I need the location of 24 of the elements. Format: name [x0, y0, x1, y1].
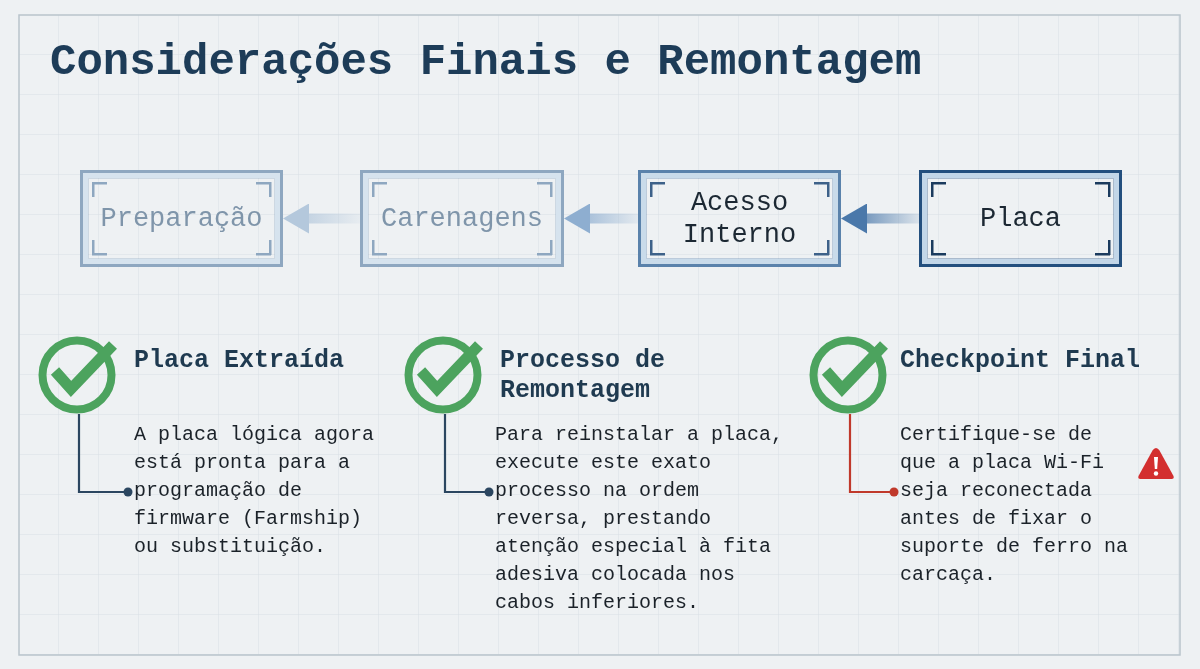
process-box [360, 170, 564, 267]
process-box [80, 170, 283, 267]
description-text: Para reinstalar a placa, execute este exato processo na ordem reversa, prestando atenção especial à fita adesiva colocada nos cabos inferiores. [489, 421, 789, 617]
title: Considerações Finais e Remontagem [50, 36, 922, 88]
arrow [841, 203, 919, 234]
leader-line [443, 414, 494, 497]
process-box [638, 170, 841, 267]
leader-line [848, 414, 899, 497]
step-label: Acesso Interno [681, 186, 798, 251]
step-label: Carenagens [381, 202, 543, 235]
step-label: Placa [980, 202, 1061, 235]
description-text: A placa lógica agora está pronta para a programação de firmware (Farmship) ou substituição. [128, 421, 392, 561]
section-heading: Placa Extraída [134, 346, 346, 376]
section-heading: Processo de Remontagem [500, 346, 667, 406]
description-text: Certifique-se de que a placa Wi-Fi seja reconectada antes de fixar o suporte de ferro na carcaça. [894, 421, 1134, 589]
check-circle-icon [404, 336, 486, 414]
process-box [919, 170, 1122, 267]
leader-line [77, 414, 133, 497]
step-label: Preparação [100, 202, 263, 235]
arrow [283, 203, 360, 234]
section-heading: Checkpoint Final [900, 346, 1142, 376]
check-circle-icon [809, 336, 891, 414]
arrow [564, 203, 638, 234]
check-circle-icon [38, 336, 120, 414]
